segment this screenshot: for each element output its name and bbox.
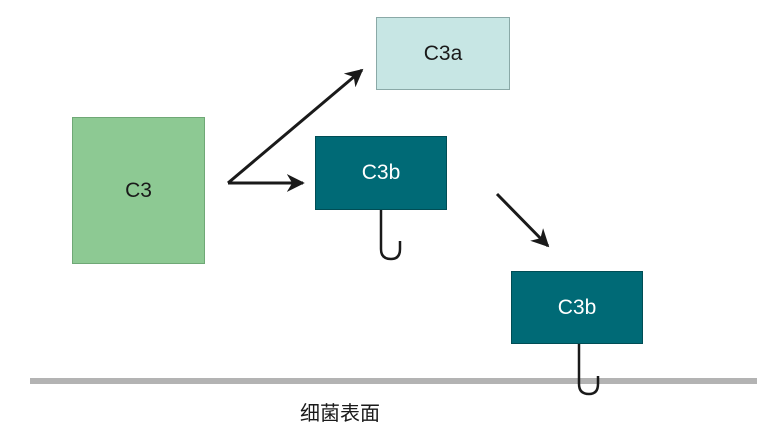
c3a-label: C3a [423, 41, 463, 65]
c3b-label: C3b [361, 161, 401, 184]
c3-box: C3 [72, 117, 205, 264]
bound-thioester-hook-icon [577, 344, 600, 396]
arrow-c3-to-c3a [227, 68, 364, 185]
c3b-box: C3b [315, 136, 447, 210]
bound-c3b-box: C3b [511, 271, 643, 344]
c3a-box: C3a [376, 17, 510, 90]
bacterial-surface-label: 细菌表面 [300, 401, 380, 425]
bound-c3b-label: C3b [557, 295, 597, 319]
thioester-hook-icon [379, 210, 402, 261]
arrow-c3b-to-surface [495, 192, 550, 248]
c3-label: C3 [125, 178, 152, 202]
